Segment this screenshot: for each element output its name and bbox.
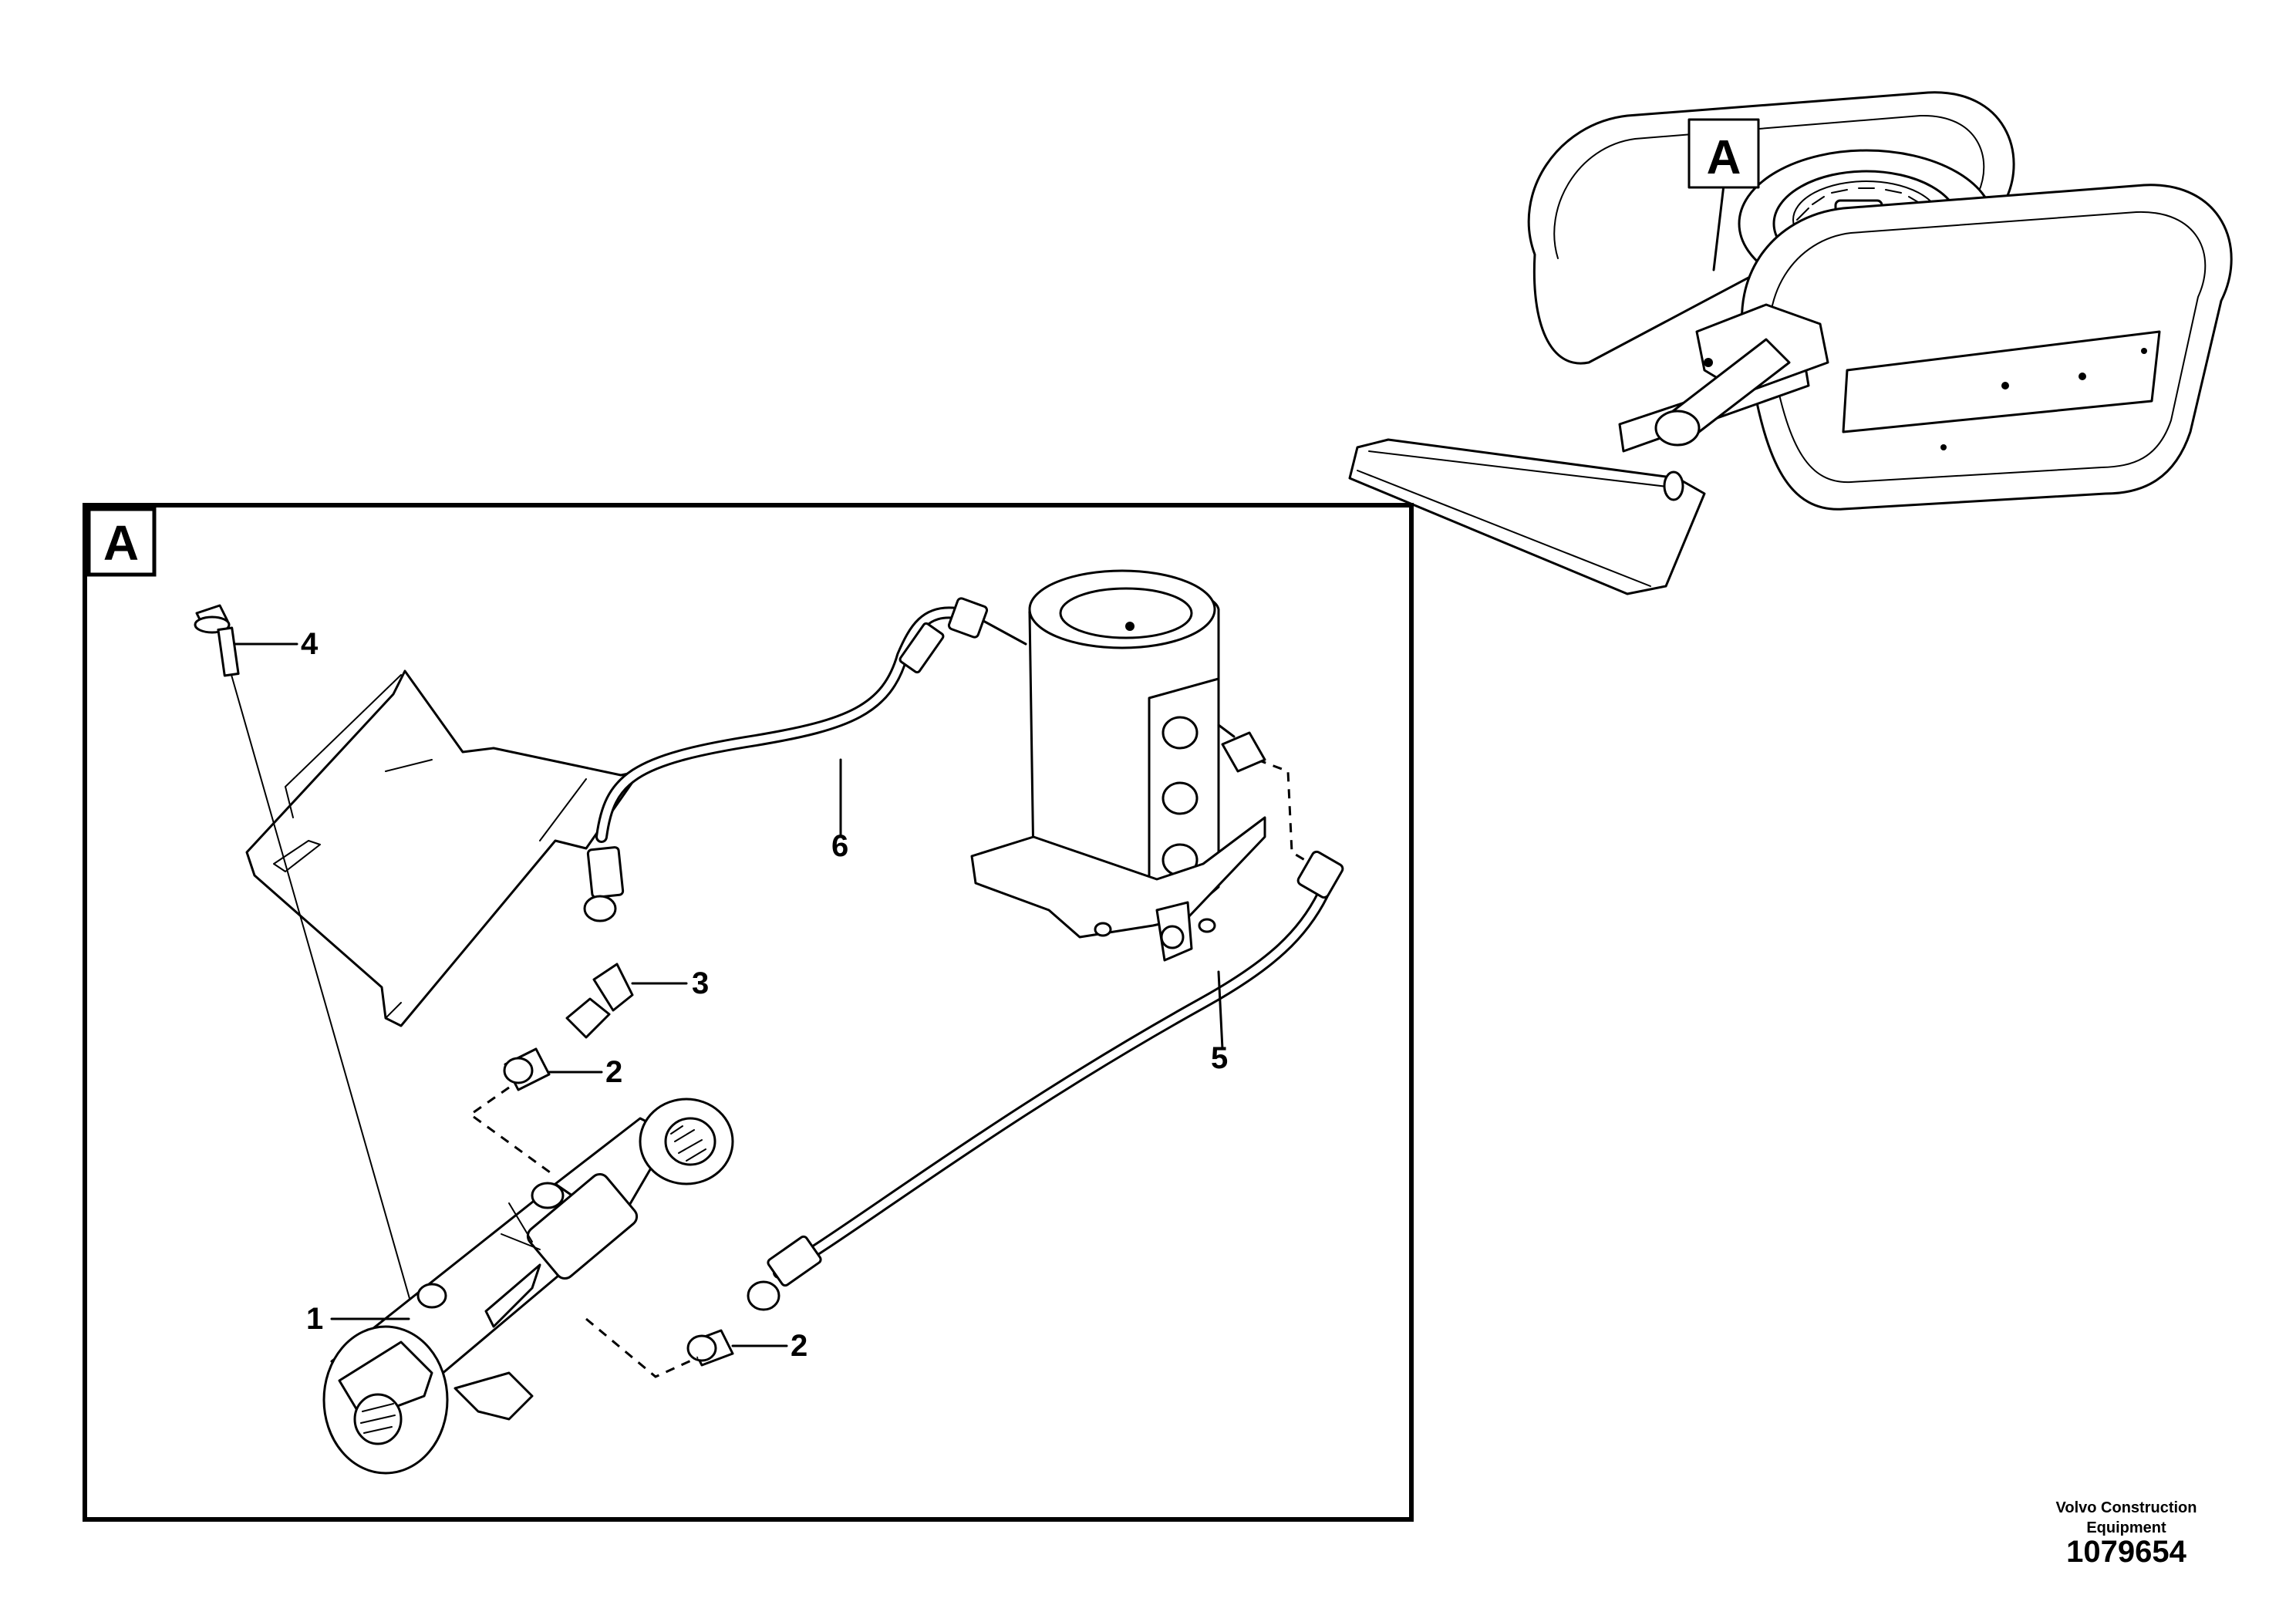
guard-plate [245, 669, 642, 1027]
callout-6: 6 [831, 829, 848, 863]
hose-upper [583, 597, 1027, 922]
callout-1: 1 [306, 1302, 323, 1336]
drawing-number: 1079654 [2066, 1535, 2186, 1569]
fitting-lower [686, 1329, 788, 1367]
callout-2-upper: 2 [605, 1055, 622, 1089]
elbow-fitting [565, 963, 688, 1039]
callout-2-lower: 2 [791, 1329, 807, 1363]
detail-label-a: A [103, 515, 139, 571]
fitting-upper [503, 1047, 603, 1091]
hydraulic-cylinder [322, 1098, 734, 1475]
credit-line-2: Equipment [2086, 1519, 2166, 1536]
bolt [194, 604, 298, 677]
detail-frame [83, 503, 1414, 1522]
hose-lower [747, 723, 1344, 1311]
callout-4: 4 [301, 627, 319, 661]
reference-label-a: A [1707, 131, 1741, 184]
credit-block: Volvo Construction Equipment [2026, 1498, 2227, 1538]
detail-label-box [86, 507, 157, 577]
callout-5: 5 [1211, 1041, 1228, 1075]
swivel-joint [970, 569, 1266, 962]
undercarriage-overview: A [1348, 91, 2233, 595]
callout-3: 3 [692, 966, 709, 1000]
credit-line-1: Volvo Construction [2055, 1499, 2197, 1516]
